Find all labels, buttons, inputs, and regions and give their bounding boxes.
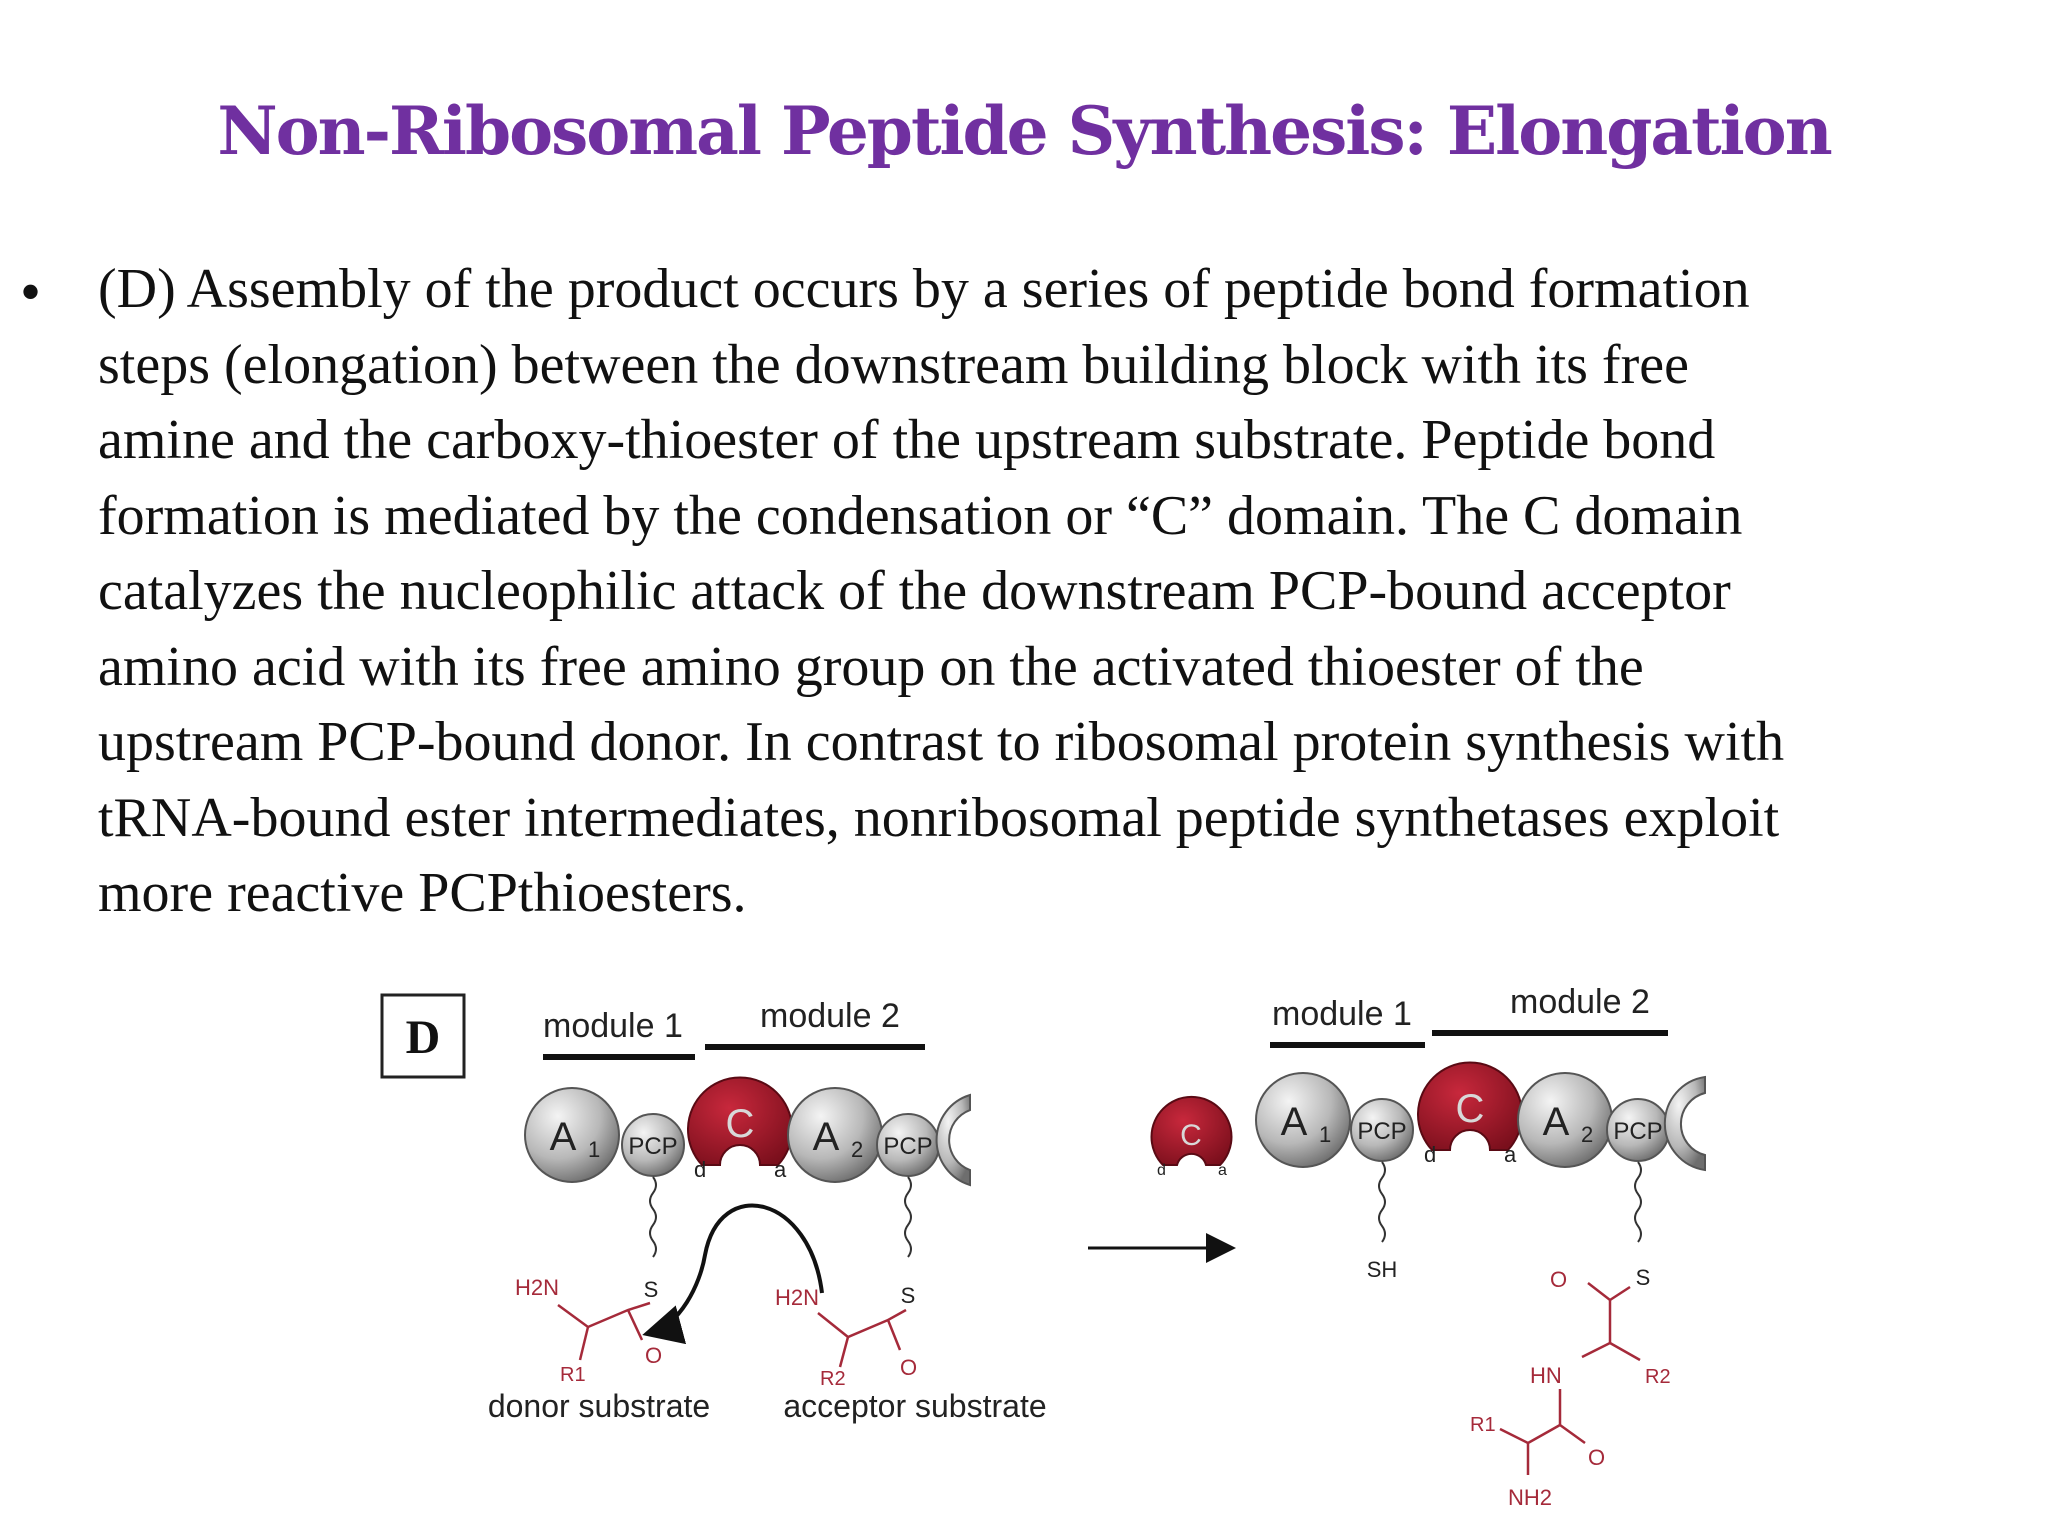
donor-r-label: R1 [560,1364,586,1386]
right-construct: module 1 module 2 A 1 PCP C d a A 2 PCP … [1255,983,1706,1510]
left-pcp1-label: PCP [628,1133,677,1160]
left-next-domain-partial [935,1093,971,1187]
product-r2-bond [1609,1341,1641,1362]
left-pcp2-tether [904,1176,912,1258]
left-construct: module 1 module 2 A 1 PCP C d a A 2 PCP … [488,997,1047,1424]
donor-backbone [557,1301,651,1329]
acceptor-s-label: S [901,1283,916,1308]
left-a1-sub: 1 [588,1137,600,1162]
right-pcp1-label: PCP [1357,1118,1406,1145]
acceptor-o-label: O [900,1355,917,1380]
body-line: upstream PCP-bound donor. In contrast to… [98,711,1785,773]
body-line: more reactive PCPthioesters. [98,862,747,924]
product-o2-label: O [1588,1445,1605,1470]
product-o-label: O [1550,1267,1567,1292]
acceptor-backbone [817,1308,907,1339]
panel-label: D [406,1011,441,1064]
left-a1-label: A [550,1115,577,1159]
right-pcp2-tether [1634,1161,1642,1243]
left-pcp2-label: PCP [883,1133,932,1160]
left-site-d: d [694,1157,706,1182]
acceptor-amine-label: H2N [775,1285,819,1310]
right-next-domain-partial [1663,1075,1706,1172]
right-c-label: C [1456,1087,1485,1131]
body-line: (D) Assembly of the product occurs by a … [98,258,1750,320]
right-pcp1-domain [1350,1098,1414,1162]
product-r2-label: R2 [1645,1366,1671,1388]
free-site-a: a [1218,1162,1227,1179]
donor-s-label: S [644,1277,659,1302]
donor-side-bond [578,1326,590,1361]
left-a2-sub: 2 [851,1137,863,1162]
left-a2-label: A [813,1115,840,1159]
middle-section: C d a [1088,1095,1236,1263]
panel-label-box: D [380,993,466,1079]
body-line: catalyzes the nucleophilic attack of the… [98,560,1731,622]
right-sh-label: SH [1367,1257,1398,1282]
right-module-2-label: module 2 [1510,983,1650,1021]
product-r1-label: R1 [1470,1414,1496,1436]
right-c-domain [1417,1061,1523,1151]
right-pcp2-label: PCP [1613,1118,1662,1145]
body-line: steps (elongation) between the downstrea… [98,333,1689,396]
free-site-d: d [1157,1162,1166,1179]
donor-carbonyl-bond [626,1309,644,1341]
figure-svg: D module 1 module 2 A 1 PCP C d a A 2 PC… [380,983,1706,1510]
left-a1-domain [524,1087,620,1183]
body-line: tRNA-bound ester intermediates, nonribos… [98,786,1780,849]
product-r1-bond [1499,1427,1529,1445]
right-site-a: a [1504,1142,1517,1167]
body-line: amine and the carboxy-thioester of the u… [98,409,1716,471]
slide-title: Non-Ribosomal Peptide Synthesis: Elongat… [217,92,1832,170]
donor-o-label: O [645,1343,662,1368]
free-c-label: C [1180,1119,1202,1152]
right-a1-sub: 1 [1319,1122,1331,1147]
donor-caption: donor substrate [488,1388,710,1424]
left-site-a: a [774,1157,787,1182]
body-line: formation is mediated by the condensatio… [98,484,1743,547]
donor-amine-label: H2N [515,1275,559,1300]
product-ca1-bond [1526,1423,1561,1475]
free-c-domain [1150,1095,1233,1166]
attack-arrow [642,1203,824,1345]
right-a2-label: A [1543,1100,1570,1144]
bullet-text: (D) Assembly of the product occurs by a … [98,252,2033,932]
left-pcp1-tether [649,1176,657,1258]
right-a1-domain [1255,1072,1351,1168]
acceptor-caption: acceptor substrate [783,1388,1046,1424]
right-pcp1-tether [1378,1161,1386,1243]
right-a2-sub: 2 [1581,1122,1593,1147]
left-c-label: C [726,1102,755,1146]
product-s-label: S [1636,1265,1651,1290]
right-site-d: d [1424,1142,1436,1167]
right-module-1-label: module 1 [1272,995,1412,1033]
left-pcp1-domain [621,1113,685,1177]
left-module-2-label: module 2 [760,997,900,1035]
nrps-elongation-figure: D module 1 module 2 A 1 PCP C d a A 2 PC… [360,965,1740,1530]
product-thioester-bond [1587,1282,1631,1302]
acceptor-side-bond [838,1336,850,1368]
acceptor-carbonyl-bond [886,1319,902,1351]
acceptor-r-label: R2 [820,1368,846,1390]
left-module-1-label: module 1 [543,1007,683,1045]
product-n-bond [1581,1341,1611,1359]
product-hn-label: HN [1530,1363,1562,1388]
body-line: amino acid with its free amino group on … [98,635,1644,698]
bullet-marker: • [20,259,42,325]
right-a1-label: A [1281,1100,1308,1144]
product-amide-bond [1558,1389,1586,1445]
product-nh2-label: NH2 [1508,1485,1552,1510]
left-c-domain [687,1076,793,1166]
